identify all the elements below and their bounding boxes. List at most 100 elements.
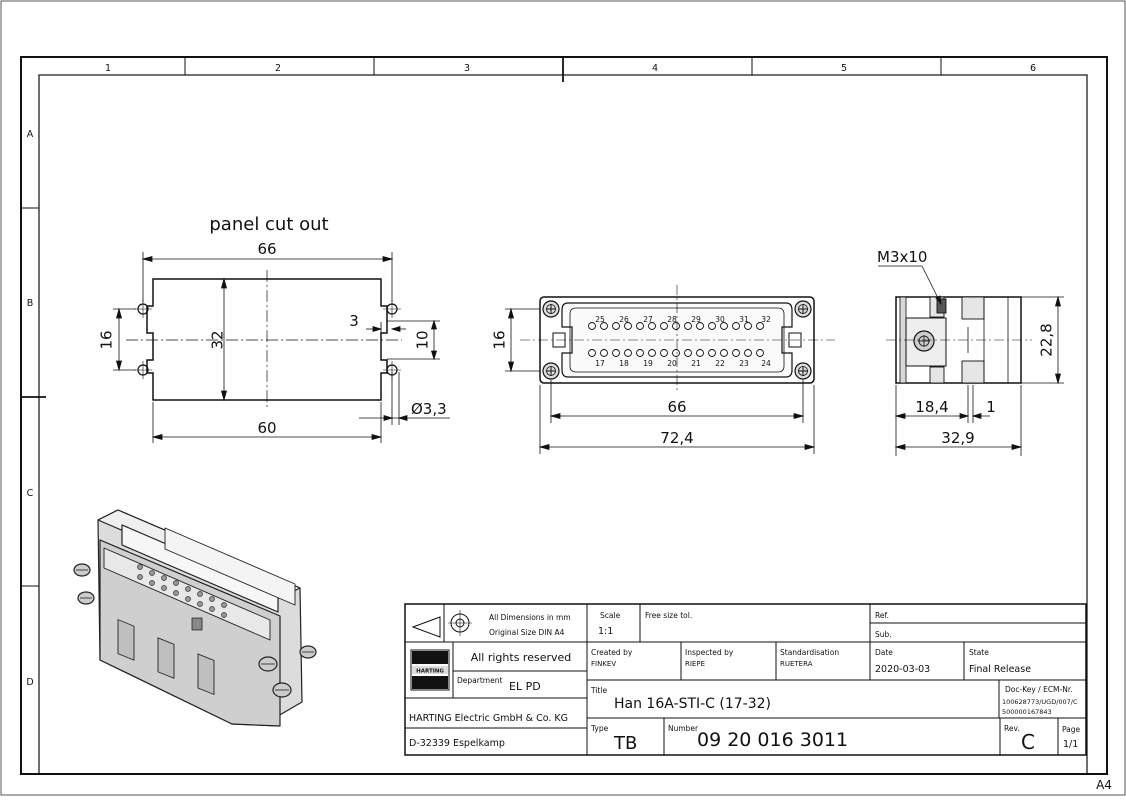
iso-screw-top-right	[258, 656, 278, 672]
side-screw-leader	[878, 265, 942, 306]
pin-label: 29	[691, 315, 701, 324]
hole-crosshairs	[134, 300, 401, 379]
scale-label: Scale	[600, 611, 621, 620]
pin-label: 28	[667, 315, 677, 324]
pin-label: 18	[619, 359, 629, 368]
side-dim-18-4	[894, 385, 990, 456]
department-value: EL PD	[509, 680, 541, 693]
panel-cutout-view	[113, 252, 450, 443]
row-zone-markers	[21, 207, 46, 587]
row-label-b: B	[27, 298, 34, 309]
column-zone-markers	[184, 57, 942, 82]
cutout-outline	[146, 278, 388, 401]
pin-label: 30	[715, 315, 725, 324]
created-value: FINKEV	[591, 660, 616, 668]
ref-label: Ref.	[875, 611, 889, 620]
column-label-5: 5	[841, 63, 847, 74]
column-label-3: 3	[464, 63, 470, 74]
dim-32-height	[220, 277, 228, 402]
dimensions-note: All Dimensions in mm	[489, 613, 571, 622]
rights-note: All rights reserved	[471, 651, 572, 664]
created-label: Created by	[591, 648, 633, 657]
drawing-title: Han 16A-STI-C (17-32)	[614, 696, 771, 712]
logo-text: HARTING	[416, 669, 444, 675]
row-label-c: C	[27, 488, 34, 499]
front-dim-66	[549, 380, 805, 423]
cutout-dim-diameter-label: Ø3,3	[411, 400, 447, 418]
company-address: D-32339 Espelkamp	[409, 738, 505, 749]
iso-pe-block	[191, 617, 203, 631]
pin-label: 21	[691, 359, 701, 368]
state-value: Final Release	[969, 664, 1031, 675]
side-dim-1-label: 1	[986, 398, 996, 416]
pin-label: 25	[595, 315, 605, 324]
front-dim-66-label: 66	[667, 398, 686, 416]
side-screw-label: M3x10	[877, 248, 927, 266]
title-label: Title	[590, 686, 607, 695]
dockey-line-2: 500000167843	[1002, 708, 1052, 716]
dockey-line-1: 100628773/UGD/007/C	[1002, 698, 1078, 706]
pin-label: 27	[643, 315, 653, 324]
pin-label: 19	[643, 359, 653, 368]
front-dim-72-4-label: 72,4	[660, 429, 693, 447]
front-screw-bottom-right	[794, 362, 812, 380]
cutout-dim-3-label: 3	[349, 312, 359, 330]
standardisation-label: Standardisation	[780, 648, 839, 657]
front-pin-labels-bottom: 17 18 19 20 21 22 23 24	[595, 359, 771, 368]
front-dim-16	[505, 307, 540, 373]
state-label: State	[969, 648, 989, 657]
department-label: Department	[457, 676, 502, 685]
projection-symbol	[411, 610, 472, 638]
tolerance-note: Free size tol.	[645, 611, 692, 620]
dim-16-hole-pitch	[113, 307, 136, 372]
drawing-number: 09 20 016 3011	[697, 729, 848, 751]
cutout-dim-60-label: 60	[257, 419, 276, 437]
front-insert-inner	[569, 307, 785, 373]
page-label: Page	[1062, 725, 1081, 734]
front-view	[505, 285, 835, 454]
pin-label: 20	[667, 359, 677, 368]
column-label-2: 2	[275, 63, 281, 74]
column-label-4: 4	[652, 63, 658, 74]
scale-value: 1:1	[598, 626, 613, 637]
pin-label: 26	[619, 315, 629, 324]
side-dim-32-9-label: 32,9	[941, 429, 974, 447]
inspected-label: Inspected by	[685, 648, 734, 657]
dim-10-height	[387, 319, 440, 361]
side-dim-32-9	[894, 385, 1023, 456]
side-view	[878, 265, 1064, 456]
sub-label: Sub.	[875, 630, 892, 639]
front-pin-labels-top: 25 26 27 28 29 30 31 32	[595, 315, 771, 324]
front-screw-top-right	[794, 300, 812, 318]
iso-pin-grid	[137, 564, 227, 618]
row-label-d: D	[26, 677, 33, 688]
cutout-dim-10-label: 10	[414, 330, 432, 349]
size-note: Original Size DIN A4	[489, 628, 565, 637]
row-label-a: A	[27, 129, 34, 140]
isometric-view	[73, 509, 317, 727]
pin-label: 17	[595, 359, 605, 368]
side-dim-18-4-label: 18,4	[915, 398, 948, 416]
front-dim-16-label: 16	[491, 330, 509, 349]
side-dim-22-8	[1021, 295, 1064, 385]
type-label: Type	[590, 724, 609, 733]
front-screw-top-left	[542, 300, 560, 318]
number-label: Number	[668, 724, 699, 733]
dim-3-offset	[366, 322, 406, 336]
iso-screw-bottom-left	[77, 591, 95, 605]
dim-60-bottom	[151, 402, 383, 443]
front-dim-72-4	[538, 385, 816, 454]
dim-66-top	[141, 252, 394, 302]
pin-label: 24	[761, 359, 771, 368]
cutout-dim-66-label: 66	[257, 240, 276, 258]
front-screw-bottom-left	[542, 362, 560, 380]
front-pe-right	[788, 332, 802, 348]
rev-label: Rev.	[1004, 724, 1020, 733]
pin-label: 32	[761, 315, 771, 324]
inspected-value: RIEPE	[685, 660, 705, 668]
side-dim-22-8-label: 22,8	[1038, 323, 1056, 356]
cutout-dim-32-label: 32	[209, 330, 227, 349]
cutout-title: panel cut out	[209, 214, 328, 235]
